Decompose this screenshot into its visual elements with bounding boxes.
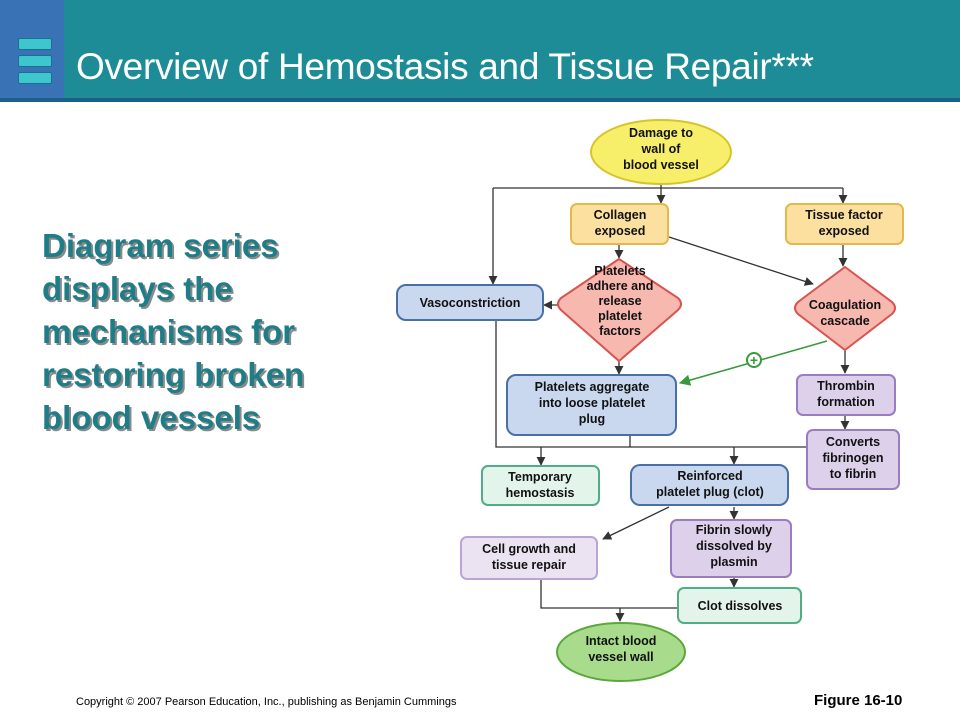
copyright-notice: Copyright © 2007 Pearson Education, Inc.… <box>76 696 457 708</box>
node-converts-fibrinogen-shape <box>806 429 900 490</box>
line-cell-growth-down <box>540 580 677 609</box>
slide-title: Overview of Hemostasis and Tissue Repair… <box>76 46 814 87</box>
plus-sign-text: + <box>750 352 758 368</box>
title-bar-rule <box>0 98 960 102</box>
line-vaso-down <box>495 321 806 448</box>
node-intact-wall-shape <box>556 622 686 682</box>
node-reinforced-plug-shape <box>630 464 789 506</box>
slide-subtitle: Diagram series displays the mechanisms f… <box>42 227 305 436</box>
title-bar <box>0 0 960 100</box>
node-fibrin-dissolved-shape <box>670 519 792 578</box>
node-clot-dissolves-label: Clot dissolves <box>698 599 783 613</box>
node-vasoconstriction-shape <box>396 284 544 321</box>
node-tissue-factor-shape <box>785 203 904 245</box>
node-cell-growth-shape <box>460 536 598 580</box>
node-platelets-adhere-shape <box>557 257 682 363</box>
node-coagulation-shape <box>794 265 896 352</box>
node-thrombin-shape <box>796 374 896 416</box>
node-clot-dissolves-shape <box>677 587 802 624</box>
node-vasoconstriction: Vasoconstriction <box>396 284 544 321</box>
node-damage-shape <box>590 119 732 185</box>
node-temporary-hemostasis-shape <box>481 465 600 506</box>
slide-logo-icon <box>18 38 52 86</box>
figure-number: Figure 16-10 <box>814 692 903 709</box>
node-collagen-shape <box>570 203 669 245</box>
arrow-collagen-to-coagulation <box>668 236 814 286</box>
plus-sign-icon <box>746 352 762 368</box>
node-clot-dissolves: Clot dissolves <box>677 587 802 624</box>
node-vasoconstriction-label: Vasoconstriction <box>420 296 521 310</box>
arrow-reinforced-to-cell-growth <box>602 506 670 540</box>
node-platelets-aggregate-shape <box>506 374 677 436</box>
